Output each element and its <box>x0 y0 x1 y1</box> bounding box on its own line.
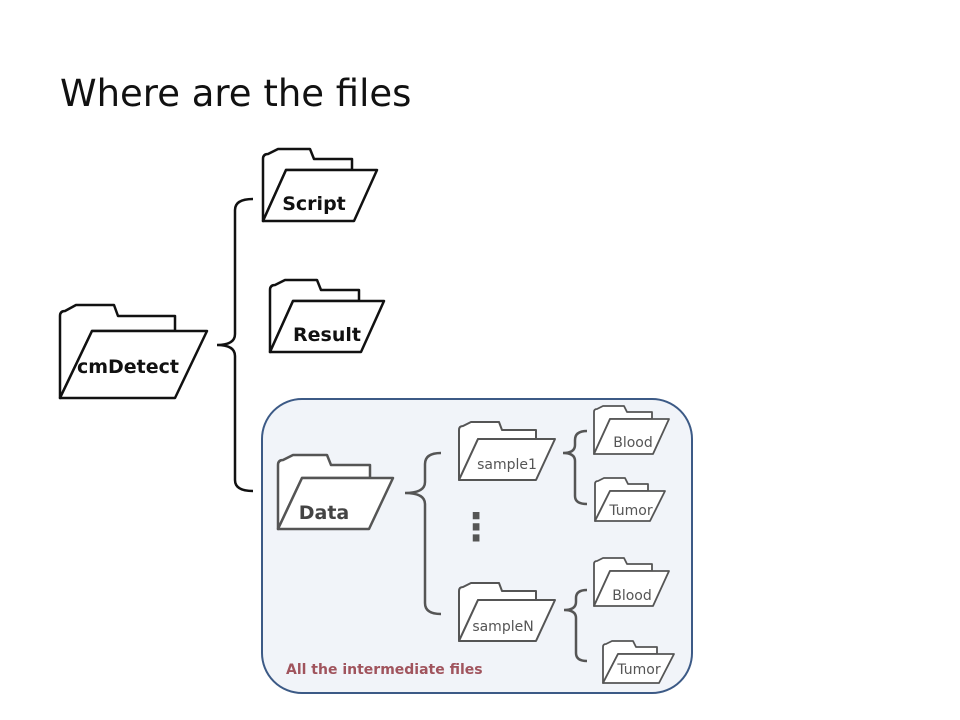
folder-icon-blood-sample1[interactable] <box>593 405 670 455</box>
folder-icon-cmdetect[interactable] <box>58 303 209 400</box>
ellipsis-more-samples: ⋮ <box>457 505 495 549</box>
folder-label-blood-samplen: Blood <box>612 588 652 604</box>
folder-icon-tumor-sample1[interactable] <box>594 477 666 522</box>
folder-label-result: Result <box>293 324 361 346</box>
folder-label-samplen: sampleN <box>472 619 533 635</box>
folder-icon-blood-samplen[interactable] <box>593 557 670 607</box>
folder-icon-sample1[interactable] <box>458 421 556 481</box>
folder-icon-samplen[interactable] <box>458 582 556 642</box>
folder-icon-data[interactable] <box>276 453 395 531</box>
folder-icon-tumor-samplen[interactable] <box>602 640 675 684</box>
folder-label-blood-sample1: Blood <box>613 435 653 451</box>
slide-title: Where are the files <box>60 72 412 115</box>
intermediate-files-note: All the intermediate files <box>286 662 483 678</box>
folder-label-tumor-sample1: Tumor <box>608 503 653 519</box>
folder-label-script: Script <box>282 193 346 215</box>
folder-icon-script[interactable] <box>261 147 379 223</box>
folder-label-data: Data <box>299 502 350 524</box>
bracket-data <box>404 451 442 616</box>
bracket-samplen <box>563 588 588 663</box>
folder-label-cmdetect: cmDetect <box>77 356 179 378</box>
folder-label-tumor-samplen: Tumor <box>616 662 661 678</box>
folder-icon-result[interactable] <box>268 278 386 354</box>
bracket-root <box>216 197 254 493</box>
folder-label-sample1: sample1 <box>477 457 537 473</box>
bracket-sample1 <box>562 429 588 506</box>
